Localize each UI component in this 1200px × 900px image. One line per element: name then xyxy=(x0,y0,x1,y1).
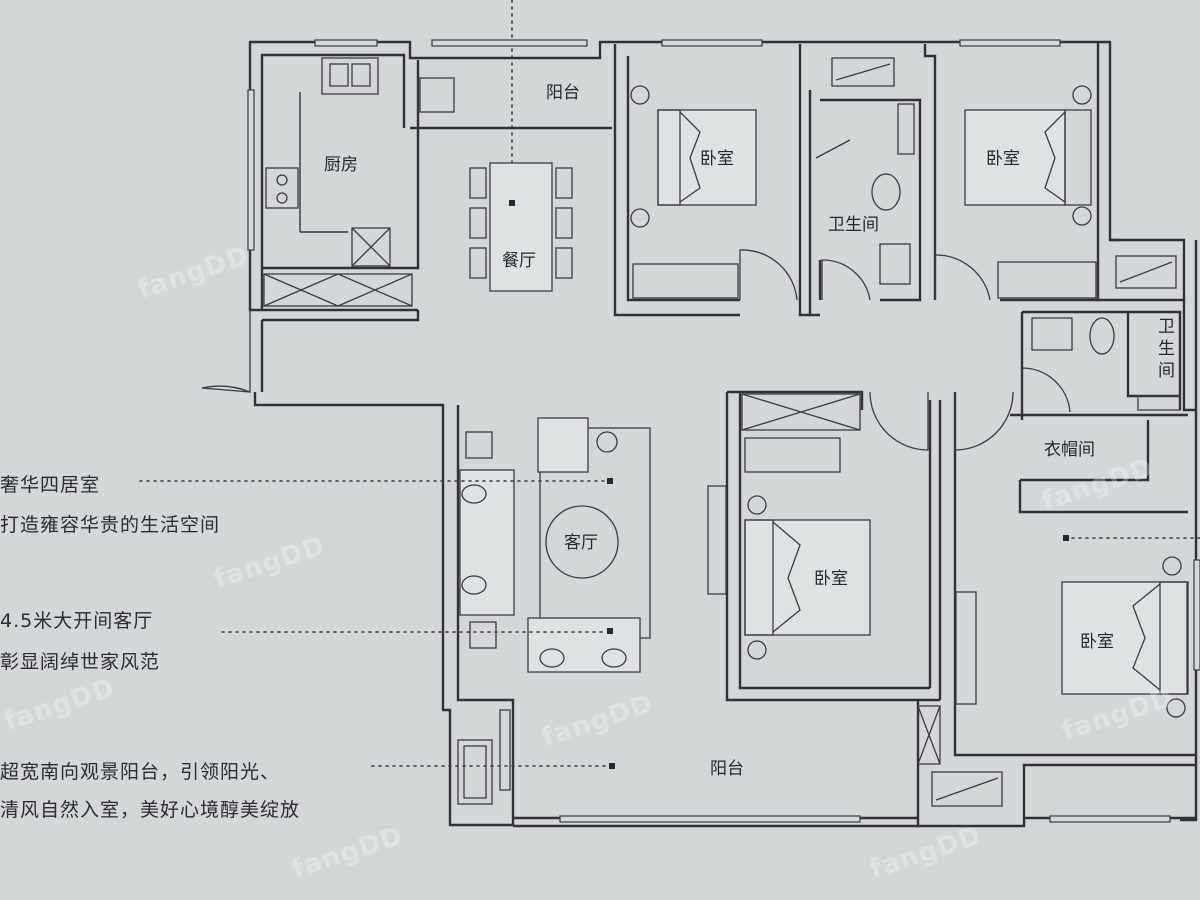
bedroom-4-door xyxy=(954,391,1014,451)
room-bedroom-2: 卧室 xyxy=(986,149,1020,169)
doors xyxy=(201,249,1071,451)
room-dining: 餐厅 xyxy=(502,251,536,271)
annotation-3-desc: 清风自然入室，美好心境醇美绽放 xyxy=(0,799,301,821)
window-right-1 xyxy=(1193,559,1200,671)
room-bedroom-1: 卧室 xyxy=(700,149,734,169)
inner-walls xyxy=(260,44,1196,757)
annotation-1-title: 奢华四居室 xyxy=(0,474,101,496)
room-bathroom-2-char-3: 间 xyxy=(1158,361,1175,381)
bathroom-1-fixtures xyxy=(815,57,915,285)
bedroom-3-door xyxy=(869,391,929,451)
window-bottom-right xyxy=(1049,815,1171,823)
annotation-2-desc: 彰显阔绰世家风范 xyxy=(0,651,161,673)
room-bathroom-2-char-2: 生 xyxy=(1158,339,1175,359)
bedroom-3-furniture xyxy=(741,393,871,660)
room-bathroom-2: 卫 生 间 xyxy=(1158,317,1180,381)
annotation-1-desc: 打造雍容华贵的生活空间 xyxy=(0,514,221,536)
room-bathroom-2-char-1: 卫 xyxy=(1158,317,1175,337)
window-kitchen-left xyxy=(247,89,255,251)
window-bedroom-1 xyxy=(661,39,763,47)
annotation-2-title: 4.5米大开间客厅 xyxy=(0,610,154,632)
windows xyxy=(247,39,1200,823)
bedroom-1-door xyxy=(739,249,798,301)
room-closet: 衣帽间 xyxy=(1044,440,1095,460)
room-kitchen: 厨房 xyxy=(324,155,358,175)
living-room-furniture xyxy=(459,417,727,673)
room-living: 客厅 xyxy=(564,533,598,553)
kitchen-fixtures xyxy=(263,57,455,307)
bedroom-2-door xyxy=(934,254,991,301)
window-bedroom-2 xyxy=(959,39,1061,47)
bathroom-1-door xyxy=(821,259,871,301)
room-bathroom-1: 卫生间 xyxy=(828,215,879,235)
bathroom-2-door xyxy=(1021,367,1071,415)
window-kitchen xyxy=(314,39,378,47)
room-bedroom-4: 卧室 xyxy=(1080,632,1114,652)
window-balcony-bottom xyxy=(559,815,861,823)
bedroom-1-furniture xyxy=(630,85,757,299)
dining-table xyxy=(469,162,573,292)
entry-door xyxy=(201,310,251,393)
room-balcony-top: 阳台 xyxy=(546,83,580,103)
bedroom-4-furniture xyxy=(955,535,1189,718)
room-balcony-bottom: 阳台 xyxy=(710,759,744,779)
bedroom-2-furniture xyxy=(964,85,1097,299)
annotation-3-title: 超宽南向观景阳台，引领阳光、 xyxy=(0,761,281,783)
bathroom-2-fixtures xyxy=(1031,255,1181,411)
window-balcony-top xyxy=(431,39,588,47)
balcony-fixtures xyxy=(457,705,1003,807)
room-bedroom-3: 卧室 xyxy=(814,569,848,589)
